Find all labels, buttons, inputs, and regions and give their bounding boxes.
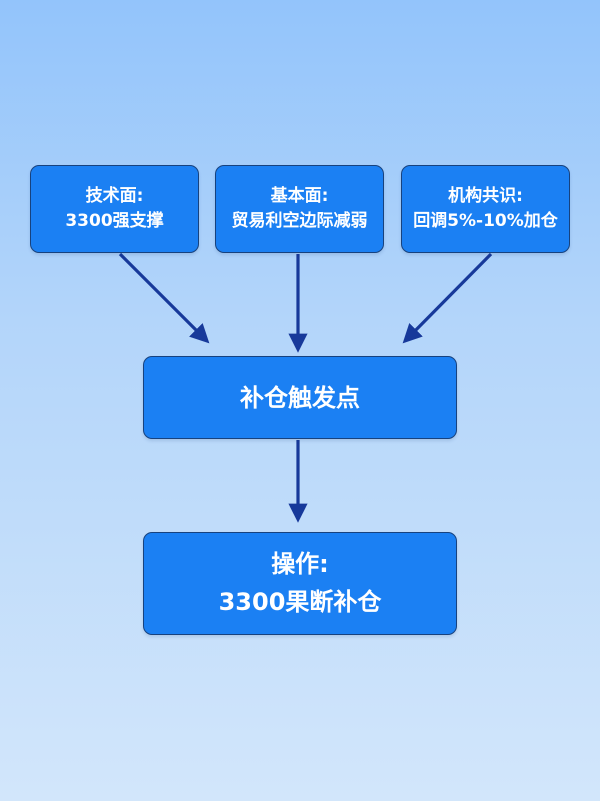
arrow-technical-to-trigger	[118, 252, 210, 344]
node-fundamental-title: 基本面:	[270, 185, 329, 206]
node-technical: 技术面: 3300强支撑	[30, 165, 199, 253]
node-institutional: 机构共识: 回调5%-10%加仓	[401, 165, 570, 253]
arrow-institutional-to-trigger	[402, 252, 493, 344]
node-action-title: 操作:	[271, 550, 329, 579]
node-technical-title: 技术面:	[85, 185, 144, 206]
node-trigger-label: 补仓触发点	[240, 383, 360, 412]
node-institutional-title: 机构共识:	[448, 185, 523, 206]
node-fundamental: 基本面: 贸易利空边际减弱	[215, 165, 384, 253]
node-institutional-detail: 回调5%-10%加仓	[413, 211, 558, 231]
node-action: 操作: 3300果断补仓	[143, 532, 457, 635]
node-trigger: 补仓触发点	[143, 356, 457, 439]
node-fundamental-detail: 贸易利空边际减弱	[231, 211, 368, 231]
node-action-detail: 3300果断补仓	[218, 587, 382, 616]
node-technical-detail: 3300强支撑	[65, 211, 164, 231]
